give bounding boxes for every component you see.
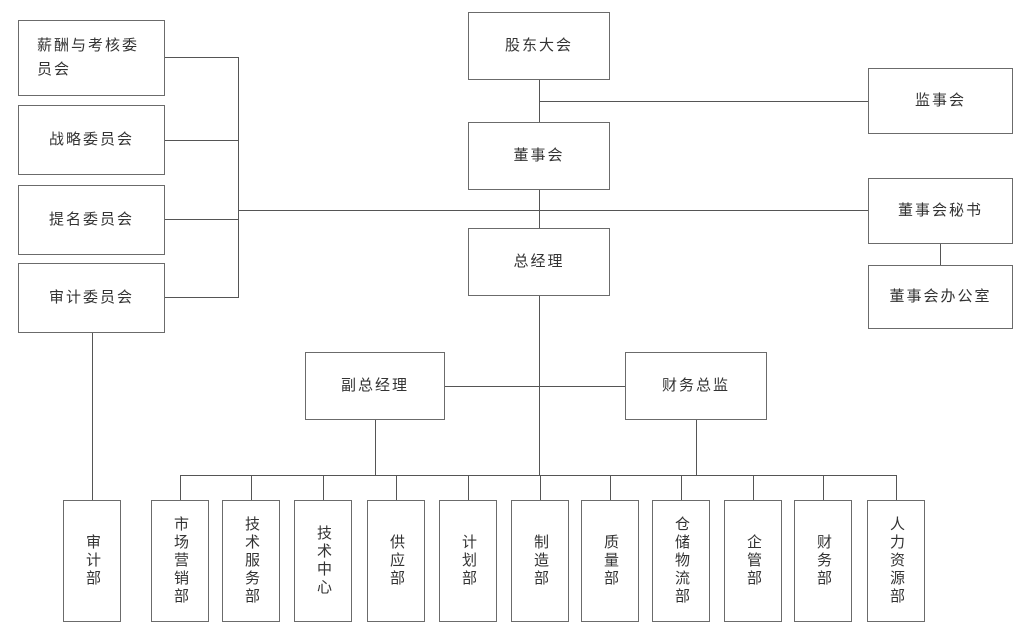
node-supervisory-board: 监事会	[868, 68, 1013, 134]
connector-line	[323, 475, 324, 500]
node-human-resources-department: 人力资源部	[867, 500, 925, 622]
connector-line	[696, 420, 697, 475]
connector-line	[823, 475, 824, 500]
node-label: 市场营销部	[172, 516, 188, 606]
connector-line	[539, 296, 540, 475]
node-warehouse-logistics-department: 仓储物流部	[652, 500, 710, 622]
connector-line	[180, 475, 896, 476]
node-strategy-committee: 战略委员会	[18, 105, 165, 175]
node-label: 审计委员会	[48, 290, 134, 306]
node-label: 监事会	[914, 93, 966, 109]
node-shareholders-meeting: 股东大会	[468, 12, 610, 80]
connector-line	[540, 475, 541, 500]
node-planning-department: 计划部	[439, 500, 497, 622]
node-label: 仓储物流部	[673, 516, 689, 606]
node-label: 制造部	[532, 534, 548, 588]
node-label: 技术中心	[315, 525, 331, 597]
connector-line	[238, 210, 868, 211]
node-board-of-directors: 董事会	[468, 122, 610, 190]
connector-line	[896, 475, 897, 500]
node-label: 董事会	[513, 148, 565, 164]
connector-line	[539, 101, 868, 102]
node-deputy-general-manager: 副总经理	[305, 352, 445, 420]
node-label: 副总经理	[340, 378, 409, 394]
connector-line	[165, 140, 238, 141]
node-remuneration-assessment-committee: 薪酬与考核委员会	[18, 20, 165, 96]
node-label: 供应部	[388, 534, 404, 588]
node-supply-department: 供应部	[367, 500, 425, 622]
node-nomination-committee: 提名委员会	[18, 185, 165, 255]
node-label: 计划部	[460, 534, 476, 588]
node-label: 总经理	[513, 254, 565, 270]
node-label: 财务部	[815, 534, 831, 588]
connector-line	[396, 475, 397, 500]
node-label: 提名委员会	[48, 212, 134, 228]
connector-line	[165, 57, 238, 58]
connector-line	[539, 80, 540, 122]
connector-line	[165, 219, 238, 220]
node-board-office: 董事会办公室	[868, 265, 1013, 329]
connector-line	[251, 475, 252, 500]
node-label: 企管部	[745, 534, 761, 588]
connector-line	[180, 475, 181, 500]
node-label: 技术服务部	[243, 516, 259, 606]
node-finance-director: 财务总监	[625, 352, 767, 420]
connector-line	[445, 386, 625, 387]
node-marketing-department: 市场营销部	[151, 500, 209, 622]
node-label: 质量部	[602, 534, 618, 588]
connector-line	[681, 475, 682, 500]
node-label: 股东大会	[504, 38, 573, 54]
connector-line	[539, 190, 540, 228]
node-label: 战略委员会	[48, 132, 134, 148]
node-label: 人力资源部	[888, 516, 904, 606]
connector-line	[468, 475, 469, 500]
node-audit-department: 审计部	[63, 500, 121, 622]
node-quality-department: 质量部	[581, 500, 639, 622]
connector-line	[375, 420, 376, 475]
connector-line	[92, 333, 93, 500]
connector-line	[238, 57, 239, 298]
node-manufacturing-department: 制造部	[511, 500, 569, 622]
connector-line	[753, 475, 754, 500]
node-board-secretary: 董事会秘书	[868, 178, 1013, 244]
node-technical-service-department: 技术服务部	[222, 500, 280, 622]
connector-line	[940, 244, 941, 265]
node-label: 审计部	[84, 534, 100, 588]
node-enterprise-management-department: 企管部	[724, 500, 782, 622]
node-finance-department: 财务部	[794, 500, 852, 622]
node-general-manager: 总经理	[468, 228, 610, 296]
connector-line	[610, 475, 611, 500]
node-label: 财务总监	[661, 378, 730, 394]
connector-line	[165, 297, 238, 298]
node-label: 董事会秘书	[897, 203, 983, 219]
node-audit-committee: 审计委员会	[18, 263, 165, 333]
node-label: 董事会办公室	[889, 289, 992, 305]
node-technology-center: 技术中心	[294, 500, 352, 622]
node-label: 薪酬与考核委员会	[37, 38, 140, 78]
